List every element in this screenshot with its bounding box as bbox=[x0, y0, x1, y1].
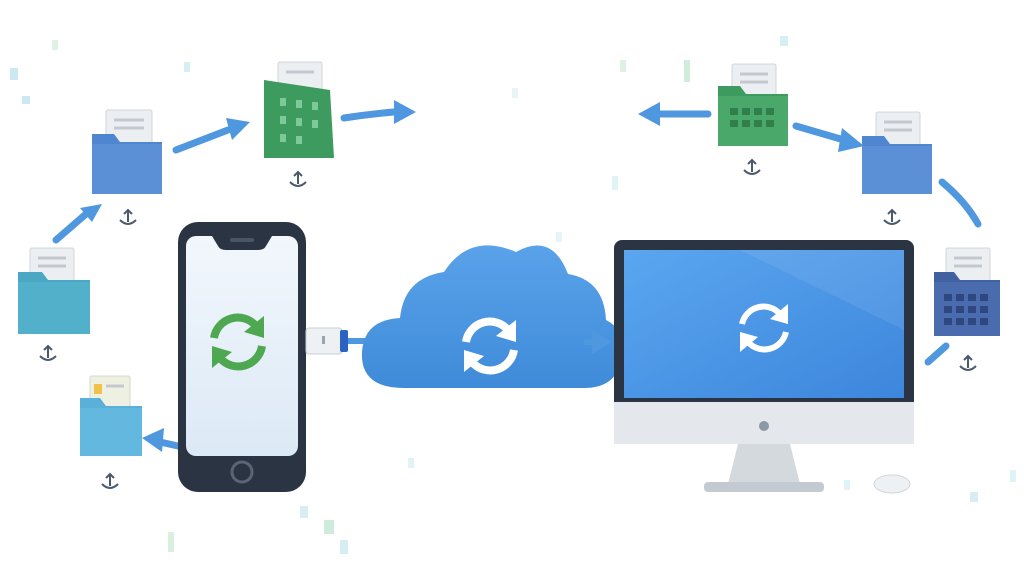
right-loop-arrows bbox=[638, 102, 982, 366]
folder-blue-upper-right bbox=[862, 111, 932, 194]
mouse bbox=[873, 474, 911, 494]
upload-arrow-icon bbox=[101, 472, 119, 489]
folder-blue-upper-left bbox=[92, 109, 162, 194]
arrow-head bbox=[638, 102, 660, 126]
upload-arrow-icon bbox=[119, 208, 137, 225]
arrow-folder-to-folder-left bbox=[52, 210, 90, 244]
arrow-head bbox=[80, 204, 102, 222]
sync-icon bbox=[210, 313, 266, 371]
arrow-head bbox=[142, 428, 164, 452]
phone-home-button bbox=[230, 460, 254, 484]
folder-navy-right bbox=[934, 247, 1000, 336]
arrow-head bbox=[226, 118, 250, 140]
monitor-screen bbox=[624, 250, 904, 398]
arrow-cloud-to-desktop bbox=[584, 330, 612, 354]
arrow-green-doc-out bbox=[340, 108, 398, 122]
folder-teal-left bbox=[18, 247, 90, 334]
arrow-head bbox=[838, 128, 864, 152]
upload-arrow-icon bbox=[959, 354, 977, 371]
arrow-blue-to-navy-folder bbox=[938, 178, 982, 228]
sync-icon bbox=[462, 317, 518, 375]
folder-green-top-right bbox=[718, 63, 788, 146]
arrow-green-to-blue-folder bbox=[792, 122, 848, 144]
upload-arrow-icon bbox=[883, 208, 901, 225]
monitor-stand bbox=[728, 444, 800, 484]
arrow-phone-to-folder bbox=[156, 438, 182, 450]
left-loop-arrows bbox=[52, 100, 416, 452]
phone-screen bbox=[186, 236, 298, 456]
monitor-base bbox=[704, 482, 824, 492]
desktop-computer bbox=[614, 240, 914, 494]
folder-lightblue-bottom-left bbox=[80, 375, 142, 456]
upload-arrow-icon bbox=[743, 158, 761, 175]
arrow-folder-to-green-doc bbox=[172, 126, 232, 154]
upload-arrow-icon bbox=[289, 170, 307, 187]
document-green-top-left bbox=[264, 61, 334, 158]
upload-arrow-icon bbox=[39, 344, 57, 361]
phone-notch bbox=[212, 236, 272, 250]
arrow-navy-to-monitor bbox=[924, 342, 950, 366]
usb-connector bbox=[305, 327, 392, 355]
cloud-storage bbox=[361, 245, 623, 388]
smartphone bbox=[178, 222, 306, 492]
arrow-head bbox=[394, 100, 416, 124]
sync-icon bbox=[739, 303, 789, 353]
